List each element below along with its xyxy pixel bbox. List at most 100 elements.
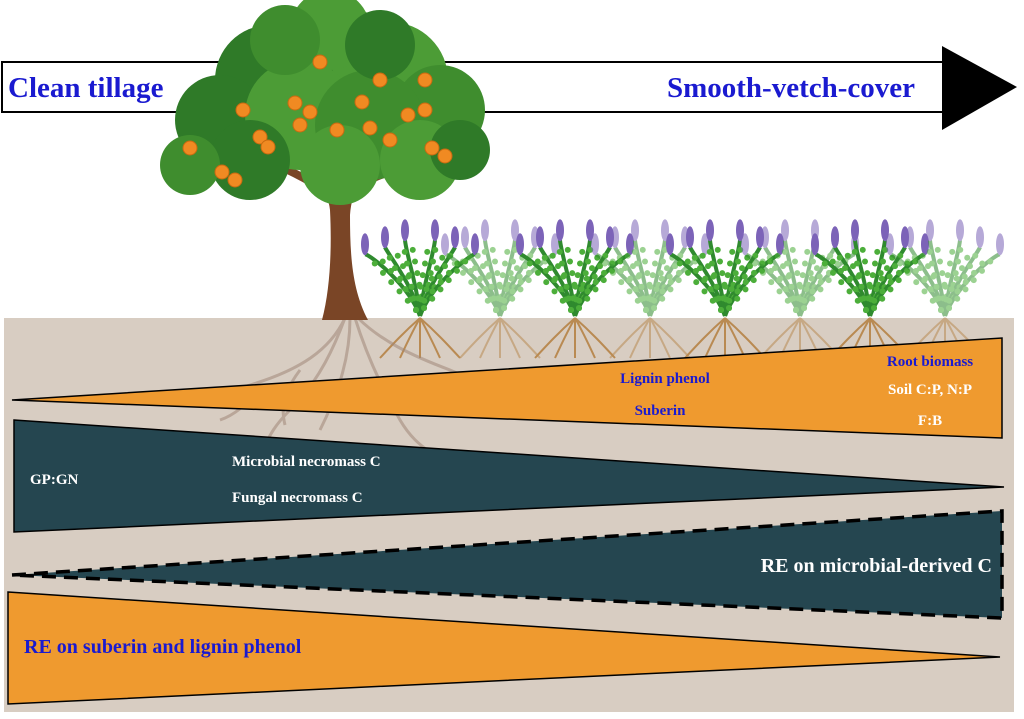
- vetch-leaflet: [576, 305, 582, 311]
- vetch-leaflet: [922, 275, 929, 282]
- gradient-arrow: Clean tillage Smooth-vetch-cover: [1, 46, 1017, 130]
- vetch-leaflet: [987, 258, 994, 265]
- orange-fruit: [287, 95, 303, 111]
- vetch-flower: [666, 233, 674, 256]
- vetch-leaflet: [634, 260, 640, 267]
- vetch-flower: [811, 233, 819, 256]
- vetch-leaflet: [567, 258, 573, 265]
- vetch-leaflet: [643, 307, 649, 313]
- vetch-root: [499, 317, 521, 359]
- vetch-leaflet: [946, 305, 952, 311]
- vetch-cover-plants: [361, 219, 1004, 359]
- vetch-leaflet: [921, 288, 928, 295]
- vetch-flower: [586, 219, 594, 242]
- vetch-leaflet: [739, 265, 745, 272]
- vetch-flower: [706, 219, 714, 242]
- vetch-leaflet: [946, 297, 953, 304]
- vetch-leaflet: [565, 295, 572, 302]
- vetch-leaflet: [507, 270, 514, 277]
- vetch-leaflet: [434, 265, 440, 272]
- vetch-flower: [886, 233, 894, 256]
- vetch-leaflet: [697, 265, 703, 272]
- vetch-leaflet: [726, 297, 733, 304]
- vetch-leaflet: [543, 279, 550, 286]
- vetch-leaflet: [693, 279, 700, 286]
- orange-fruit: [312, 54, 328, 70]
- vetch-leaflet: [653, 286, 660, 293]
- vetch-leaflet: [640, 295, 647, 302]
- vetch-leaflet: [817, 286, 824, 293]
- vetch-leaflet: [592, 286, 599, 293]
- vetch-leaflet: [556, 248, 563, 255]
- vetch-leaflet: [651, 305, 657, 311]
- vetch-leaflet: [929, 260, 935, 267]
- vetch-flower: [926, 219, 934, 242]
- vetch-flower: [516, 233, 524, 256]
- vetch-leaflet: [801, 305, 807, 311]
- vetch-leaflet: [428, 275, 435, 282]
- vetch-leaflet: [851, 248, 858, 255]
- vetch-leaflet: [451, 260, 458, 267]
- vetch-leaflet: [584, 288, 591, 295]
- vetch-leaflet: [729, 248, 736, 255]
- vetch-root: [609, 317, 651, 359]
- vetch-flower: [921, 233, 929, 256]
- vetch-leaflet: [672, 263, 678, 270]
- fungal-necromass-label: Fungal necromass C: [232, 490, 363, 506]
- vetch-leaflet: [534, 258, 541, 265]
- vetch-leaflet: [732, 270, 739, 277]
- vetch-flower: [381, 226, 389, 249]
- vetch-leaflet: [429, 295, 436, 302]
- tree-canopy: [160, 0, 490, 205]
- vetch-leaflet: [659, 295, 666, 302]
- vetch-leaflet: [938, 307, 944, 313]
- vetch-leaflet: [472, 265, 478, 272]
- vetch-leaflet: [569, 270, 576, 277]
- vetch-leaflet: [514, 265, 520, 272]
- vetch-stem: [633, 239, 652, 317]
- vetch-leaflet: [808, 275, 815, 282]
- lignin-phenol-label: Lignin phenol: [620, 371, 710, 387]
- tree-fruits: [182, 54, 453, 188]
- vetch-leaflet: [782, 286, 789, 293]
- vetch-leaflet: [879, 295, 886, 302]
- vetch-leaflet: [784, 260, 790, 267]
- vetch-leaflet: [734, 288, 741, 295]
- vetch-leaflet: [724, 272, 731, 279]
- vetch-leaflet: [863, 307, 869, 313]
- vetch-flower: [631, 219, 639, 242]
- vetch-leaflet: [964, 254, 971, 261]
- vetch-leaflet: [652, 260, 658, 267]
- vetch-leaflet: [934, 246, 941, 253]
- vetch-leaflet: [944, 272, 951, 279]
- vetch-leaflet: [877, 270, 884, 277]
- vetch-leaflet: [979, 260, 986, 267]
- canopy-leaf-cluster: [210, 120, 290, 200]
- fb-ratio-label: F:B: [918, 413, 942, 429]
- vetch-leaflet: [647, 283, 654, 290]
- vetch-leaflet: [424, 248, 431, 255]
- vetch-leaflet: [905, 269, 911, 276]
- vetch-leaflet: [582, 270, 589, 277]
- vetch-leaflet: [639, 246, 646, 253]
- vetch-leaflet: [852, 286, 859, 293]
- root-biomass-wedge: [11, 337, 1003, 439]
- vetch-flower: [761, 226, 769, 249]
- vetch-leaflet: [632, 286, 639, 293]
- vetch-leaflet: [751, 269, 757, 276]
- orange-fruit: [292, 117, 308, 133]
- vetch-flower: [591, 233, 599, 256]
- vetch-leaflet: [874, 248, 881, 255]
- vetch-leaflet: [579, 248, 586, 255]
- vetch-leaflet: [801, 297, 808, 304]
- vetch-leaflet: [392, 265, 398, 272]
- vetch-leaflet: [807, 270, 814, 277]
- vetch-leaflet: [706, 248, 713, 255]
- vetch-leaflet: [484, 260, 490, 267]
- vetch-leaflet: [503, 286, 510, 293]
- vetch-leaflet: [437, 279, 444, 286]
- vetch-leaflet: [699, 252, 706, 259]
- suberin-label: Suberin: [635, 403, 687, 419]
- vetch-leaflet: [408, 283, 415, 290]
